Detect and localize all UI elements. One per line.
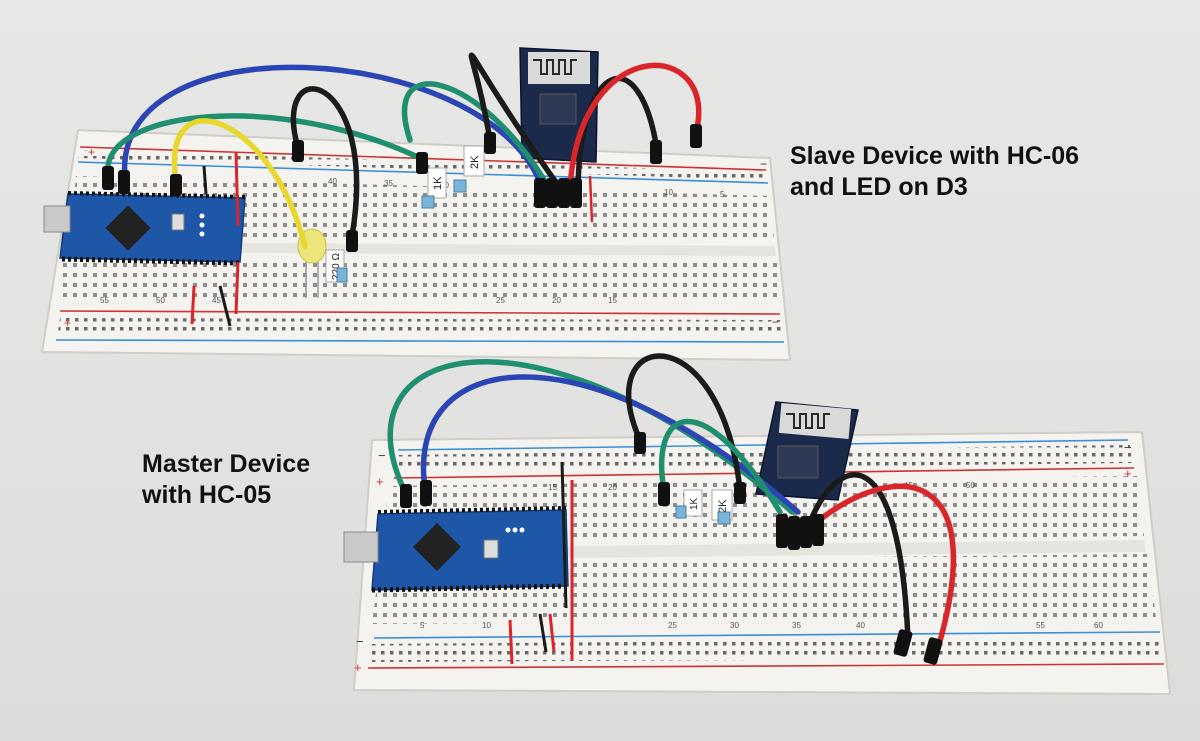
master-plus-sign-bottom: + xyxy=(354,660,362,675)
master-black-wire-top xyxy=(625,353,743,493)
master-terminal-strip-upper xyxy=(384,476,1144,544)
master-blue-wire xyxy=(420,374,801,515)
slave-device-caption: Slave Device with HC-06 and LED on D3 xyxy=(790,141,1079,203)
master-col-number: 10 xyxy=(482,621,491,630)
master-resistor-1k-label: 1K xyxy=(689,497,700,510)
slave-col-number: 25 xyxy=(496,296,505,305)
slave-red-jumper-short xyxy=(234,151,240,227)
master-col-number: 30 xyxy=(730,621,739,630)
master-col-number: 60 xyxy=(1094,621,1103,630)
slave-resistor-1k: 1K xyxy=(421,167,447,209)
master-col-number: 25 xyxy=(668,621,677,630)
master-black-wire-gnd xyxy=(807,472,911,643)
master-top-blue-rail xyxy=(397,439,1129,451)
master-red-wire-vcc xyxy=(819,483,957,651)
master-col-number: 50 xyxy=(966,481,975,490)
master-col-number: 15 xyxy=(548,483,557,492)
slave-arduino-nano xyxy=(43,191,246,266)
master-wire-plugs xyxy=(400,432,943,665)
master-bottom-blue-rail xyxy=(373,631,1161,639)
slave-plus-sign: + xyxy=(88,145,95,159)
slave-col-number: 10 xyxy=(664,188,673,197)
master-col-number: 40 xyxy=(856,621,865,630)
slave-caption-line-2: and LED on D3 xyxy=(790,173,968,201)
master-col-number: 55 xyxy=(1036,621,1045,630)
master-green-wire-short xyxy=(658,418,783,515)
slave-resistor-2k-label: 2K xyxy=(469,155,481,169)
master-col-number: 5 xyxy=(420,621,425,630)
slave-green-wire-long xyxy=(105,113,427,177)
slave-col-number: 55 xyxy=(100,296,109,305)
slave-blue-wire xyxy=(122,64,543,185)
slave-plus-sign-bottom: + xyxy=(64,316,71,330)
slave-yellow-wire xyxy=(171,118,308,249)
master-hc05-module xyxy=(755,401,859,501)
slave-col-number: 20 xyxy=(552,296,561,305)
slave-wires xyxy=(105,52,702,249)
master-plus-sign: + xyxy=(376,474,384,489)
slave-minus-sign: − xyxy=(760,157,767,171)
master-caption-line-1: Master Device xyxy=(142,450,311,478)
slave-usb-connector xyxy=(43,205,71,233)
slave-bottom-red-rail xyxy=(59,310,781,315)
master-resistor-1k: 1K xyxy=(675,489,703,519)
slave-col-number: 5 xyxy=(720,190,725,199)
master-device-caption: Master Device with HC-05 xyxy=(142,449,310,511)
slave-reset-button xyxy=(171,213,185,231)
slave-resistor-1k-label: 1K xyxy=(432,176,444,190)
slave-breadboard: + − + − 55 50 45 40 35 30 25 20 15 10 5 xyxy=(40,128,792,362)
slave-black-wire-hc06 xyxy=(468,52,563,191)
slave-resistor-2k: 2K xyxy=(453,145,485,193)
slave-col-number: 45 xyxy=(212,296,221,305)
slave-antenna-trace xyxy=(533,59,577,75)
master-plus-sign-right: + xyxy=(1124,466,1132,481)
master-bottom-red-rail xyxy=(367,663,1165,669)
slave-col-number: 50 xyxy=(156,296,165,305)
slave-col-number: 15 xyxy=(608,296,617,305)
slave-black-wire-led xyxy=(290,86,360,239)
slave-col-number: 35 xyxy=(384,179,393,188)
master-wires xyxy=(387,353,957,651)
master-col-number: 35 xyxy=(792,621,801,630)
slave-red-wire-vcc xyxy=(567,62,702,191)
master-usb-connector xyxy=(343,531,379,563)
master-minus-sign-bottom: − xyxy=(356,634,364,649)
slave-minus-sign-bottom: − xyxy=(772,315,779,329)
slave-bottom-blue-rail xyxy=(55,339,785,343)
slave-mcu-chip xyxy=(105,205,151,251)
master-caption-line-2: with HC-05 xyxy=(142,481,272,509)
master-mcu-chip xyxy=(412,522,462,572)
master-col-number: 20 xyxy=(608,483,617,492)
master-components: 1K 2K xyxy=(508,461,733,665)
slave-caption-line-1: Slave Device with HC-06 xyxy=(790,142,1080,170)
slave-wire-plugs xyxy=(102,124,702,252)
slave-resistor-220: 220 Ω xyxy=(325,249,348,283)
master-antenna-trace xyxy=(786,413,830,429)
slave-hc06-module xyxy=(519,47,599,163)
slave-green-wire-short xyxy=(401,81,552,191)
master-resistor-2k-label: 2K xyxy=(717,499,729,513)
slave-col-number: 40 xyxy=(328,177,337,186)
slave-resistor-220-label: 220 Ω xyxy=(331,253,342,280)
master-arduino-nano xyxy=(343,506,569,593)
master-resistor-2k: 2K xyxy=(711,489,733,525)
master-minus-sign: − xyxy=(378,448,386,463)
master-breadboard: − + − + − + 5 10 15 20 25 30 35 40 45 50… xyxy=(352,430,1172,696)
master-minus-sign-right: − xyxy=(1124,440,1132,455)
master-reset-button xyxy=(483,539,499,559)
